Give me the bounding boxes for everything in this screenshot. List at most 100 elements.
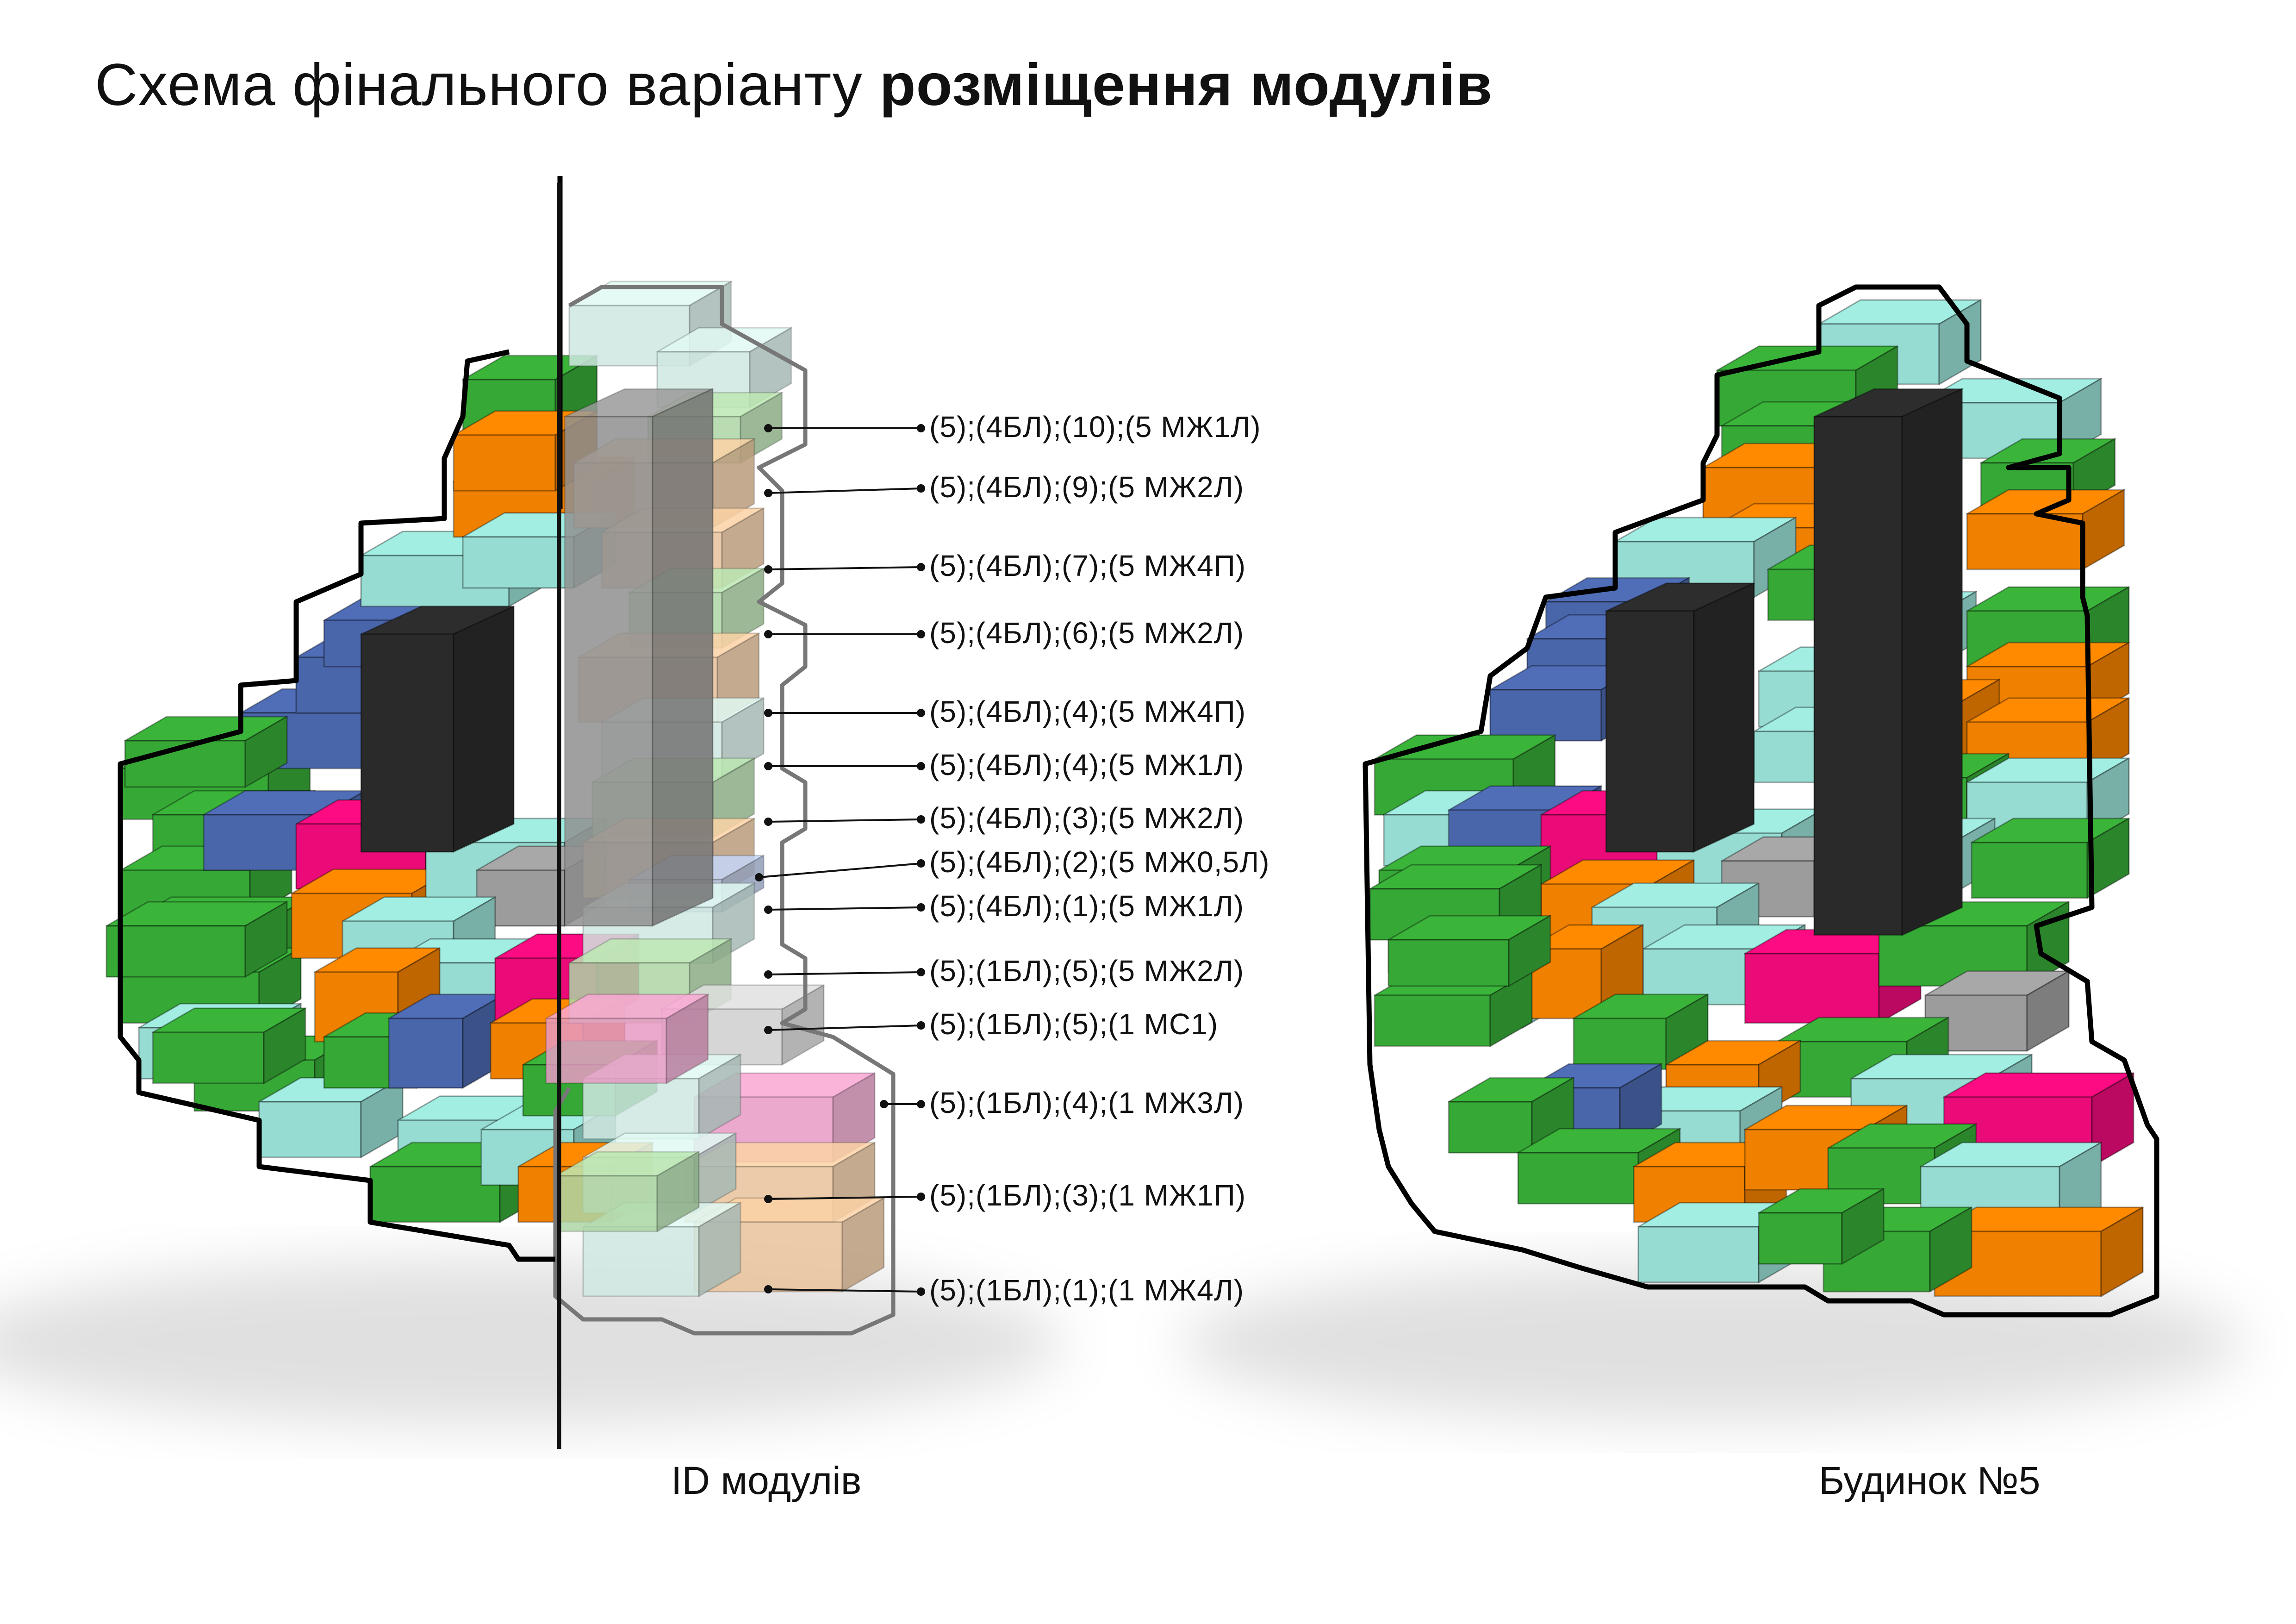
module-side-face xyxy=(2086,818,2130,899)
leader-line xyxy=(768,1288,921,1293)
module-side-face xyxy=(666,993,709,1084)
leader-dot xyxy=(764,424,772,432)
module-id-label: (5);(1БЛ);(1);(1 МЖ4Л) xyxy=(929,1274,1244,1307)
module-id-label: (5);(4БЛ);(1);(5 МЖ1Л) xyxy=(929,889,1244,923)
module-front-face xyxy=(1517,1152,1639,1205)
module-id-label: (5);(4БЛ);(7);(5 МЖ4П) xyxy=(929,549,1246,582)
module-front-face xyxy=(152,1031,265,1084)
leader-dot xyxy=(764,1026,772,1034)
module-block xyxy=(124,716,288,788)
page-title: Схема фінального варіанту розміщення мод… xyxy=(95,51,1493,119)
module-block xyxy=(564,388,714,927)
module-front-face xyxy=(258,1101,362,1158)
module-id-label: (5);(1БЛ);(5);(5 МЖ2Л) xyxy=(929,954,1244,987)
module-front-face xyxy=(1637,1226,1760,1283)
module-front-face xyxy=(1744,953,1880,1024)
leader-line xyxy=(768,1196,921,1200)
leader-dot xyxy=(917,709,925,717)
module-block xyxy=(1605,582,1755,853)
module-block xyxy=(1758,1188,1885,1265)
module-side-face xyxy=(698,1202,741,1297)
module-block xyxy=(360,606,515,853)
module-block xyxy=(1934,1206,2144,1297)
module-front-face xyxy=(582,1078,700,1140)
leader-dot xyxy=(755,873,763,881)
ground-shadow xyxy=(1180,1264,2245,1421)
module-front-face xyxy=(106,925,246,978)
leader-dot xyxy=(917,1287,925,1296)
module-side-face xyxy=(721,568,765,649)
caption-module-ids: ID модулів xyxy=(671,1459,862,1502)
module-id-label: (5);(4БЛ);(10);(5 МЖ1Л) xyxy=(929,410,1261,443)
module-block xyxy=(106,901,288,978)
module-front-face xyxy=(1758,1212,1843,1265)
module-side-face xyxy=(841,1197,885,1293)
leader-dot xyxy=(764,818,772,826)
module-front-face xyxy=(369,1166,501,1223)
module-front-face xyxy=(1813,416,1903,936)
ground-shadow xyxy=(0,1259,1064,1426)
leader-dot xyxy=(764,906,772,914)
leader-dot xyxy=(917,815,925,824)
module-side-face xyxy=(244,716,288,788)
module-front-face xyxy=(1971,842,2088,899)
module-front-face xyxy=(1388,939,1510,987)
module-side-face xyxy=(749,327,792,408)
leader-dot xyxy=(764,1285,772,1293)
ghost-tower-outline xyxy=(553,285,896,1336)
module-front-face xyxy=(1374,994,1491,1047)
module-id-label: (5);(4БЛ);(3);(5 МЖ2Л) xyxy=(929,801,1244,835)
leader-dot xyxy=(764,970,772,979)
leader-dot xyxy=(917,762,925,770)
module-id-label: (5);(1БЛ);(4);(1 МЖ3Л) xyxy=(929,1086,1244,1119)
module-front-face xyxy=(545,1018,667,1084)
leader-line xyxy=(768,818,921,823)
leader-line xyxy=(759,862,921,878)
module-block xyxy=(1966,489,2125,570)
module-block xyxy=(258,1077,404,1158)
module-front-face xyxy=(388,1018,464,1089)
module-front-face xyxy=(1448,1101,1533,1154)
ghost-tower xyxy=(545,281,885,1297)
module-id-label: (5);(1БЛ);(3);(1 МЖ1П) xyxy=(929,1179,1246,1212)
module-front-face xyxy=(554,1175,658,1232)
title-bold: розміщення модулів xyxy=(879,52,1493,118)
module-id-label: (5);(1БЛ);(5);(1 МС1) xyxy=(929,1007,1219,1041)
module-block xyxy=(152,1007,306,1084)
building-right xyxy=(1369,299,2144,1297)
module-front-face xyxy=(564,416,653,927)
module-block xyxy=(388,993,505,1089)
module-block xyxy=(1388,915,1551,987)
leader-line xyxy=(768,1024,921,1031)
leader-dot xyxy=(917,630,925,638)
module-block xyxy=(545,993,709,1084)
module-id-label: (5);(4БЛ);(4);(5 МЖ1Л) xyxy=(929,748,1244,781)
leader-dot xyxy=(917,1193,925,1201)
module-side-face xyxy=(453,606,515,853)
module-side-face xyxy=(263,1007,306,1084)
module-front-face xyxy=(1605,610,1695,853)
leader-dot xyxy=(764,565,772,574)
module-side-face xyxy=(1929,1206,1972,1293)
module-side-face xyxy=(1841,1188,1885,1265)
leader-dot xyxy=(880,1100,888,1108)
module-block xyxy=(1971,818,2130,899)
caption-building-5: Будинок №5 xyxy=(1819,1459,2041,1502)
leader-line xyxy=(768,971,921,975)
module-block xyxy=(1573,993,1709,1070)
right-building-outline xyxy=(1363,284,2159,1318)
module-block xyxy=(1813,388,1963,936)
module-side-face xyxy=(698,1054,741,1140)
title-normal: Схема фінального варіанту xyxy=(95,52,880,118)
leader-dot xyxy=(917,1100,925,1108)
module-id-label: (5);(4БЛ);(6);(5 МЖ2Л) xyxy=(929,616,1244,650)
module-block xyxy=(1448,1077,1574,1154)
leader-dot xyxy=(764,762,772,770)
leader-dot xyxy=(764,630,772,638)
module-side-face xyxy=(656,1151,700,1232)
module-front-face xyxy=(1573,1018,1667,1070)
module-front-face xyxy=(1489,689,1602,742)
leader-dot xyxy=(917,484,925,493)
module-id-label: (5);(4БЛ);(2);(5 МЖ0,5Л) xyxy=(929,845,1270,879)
